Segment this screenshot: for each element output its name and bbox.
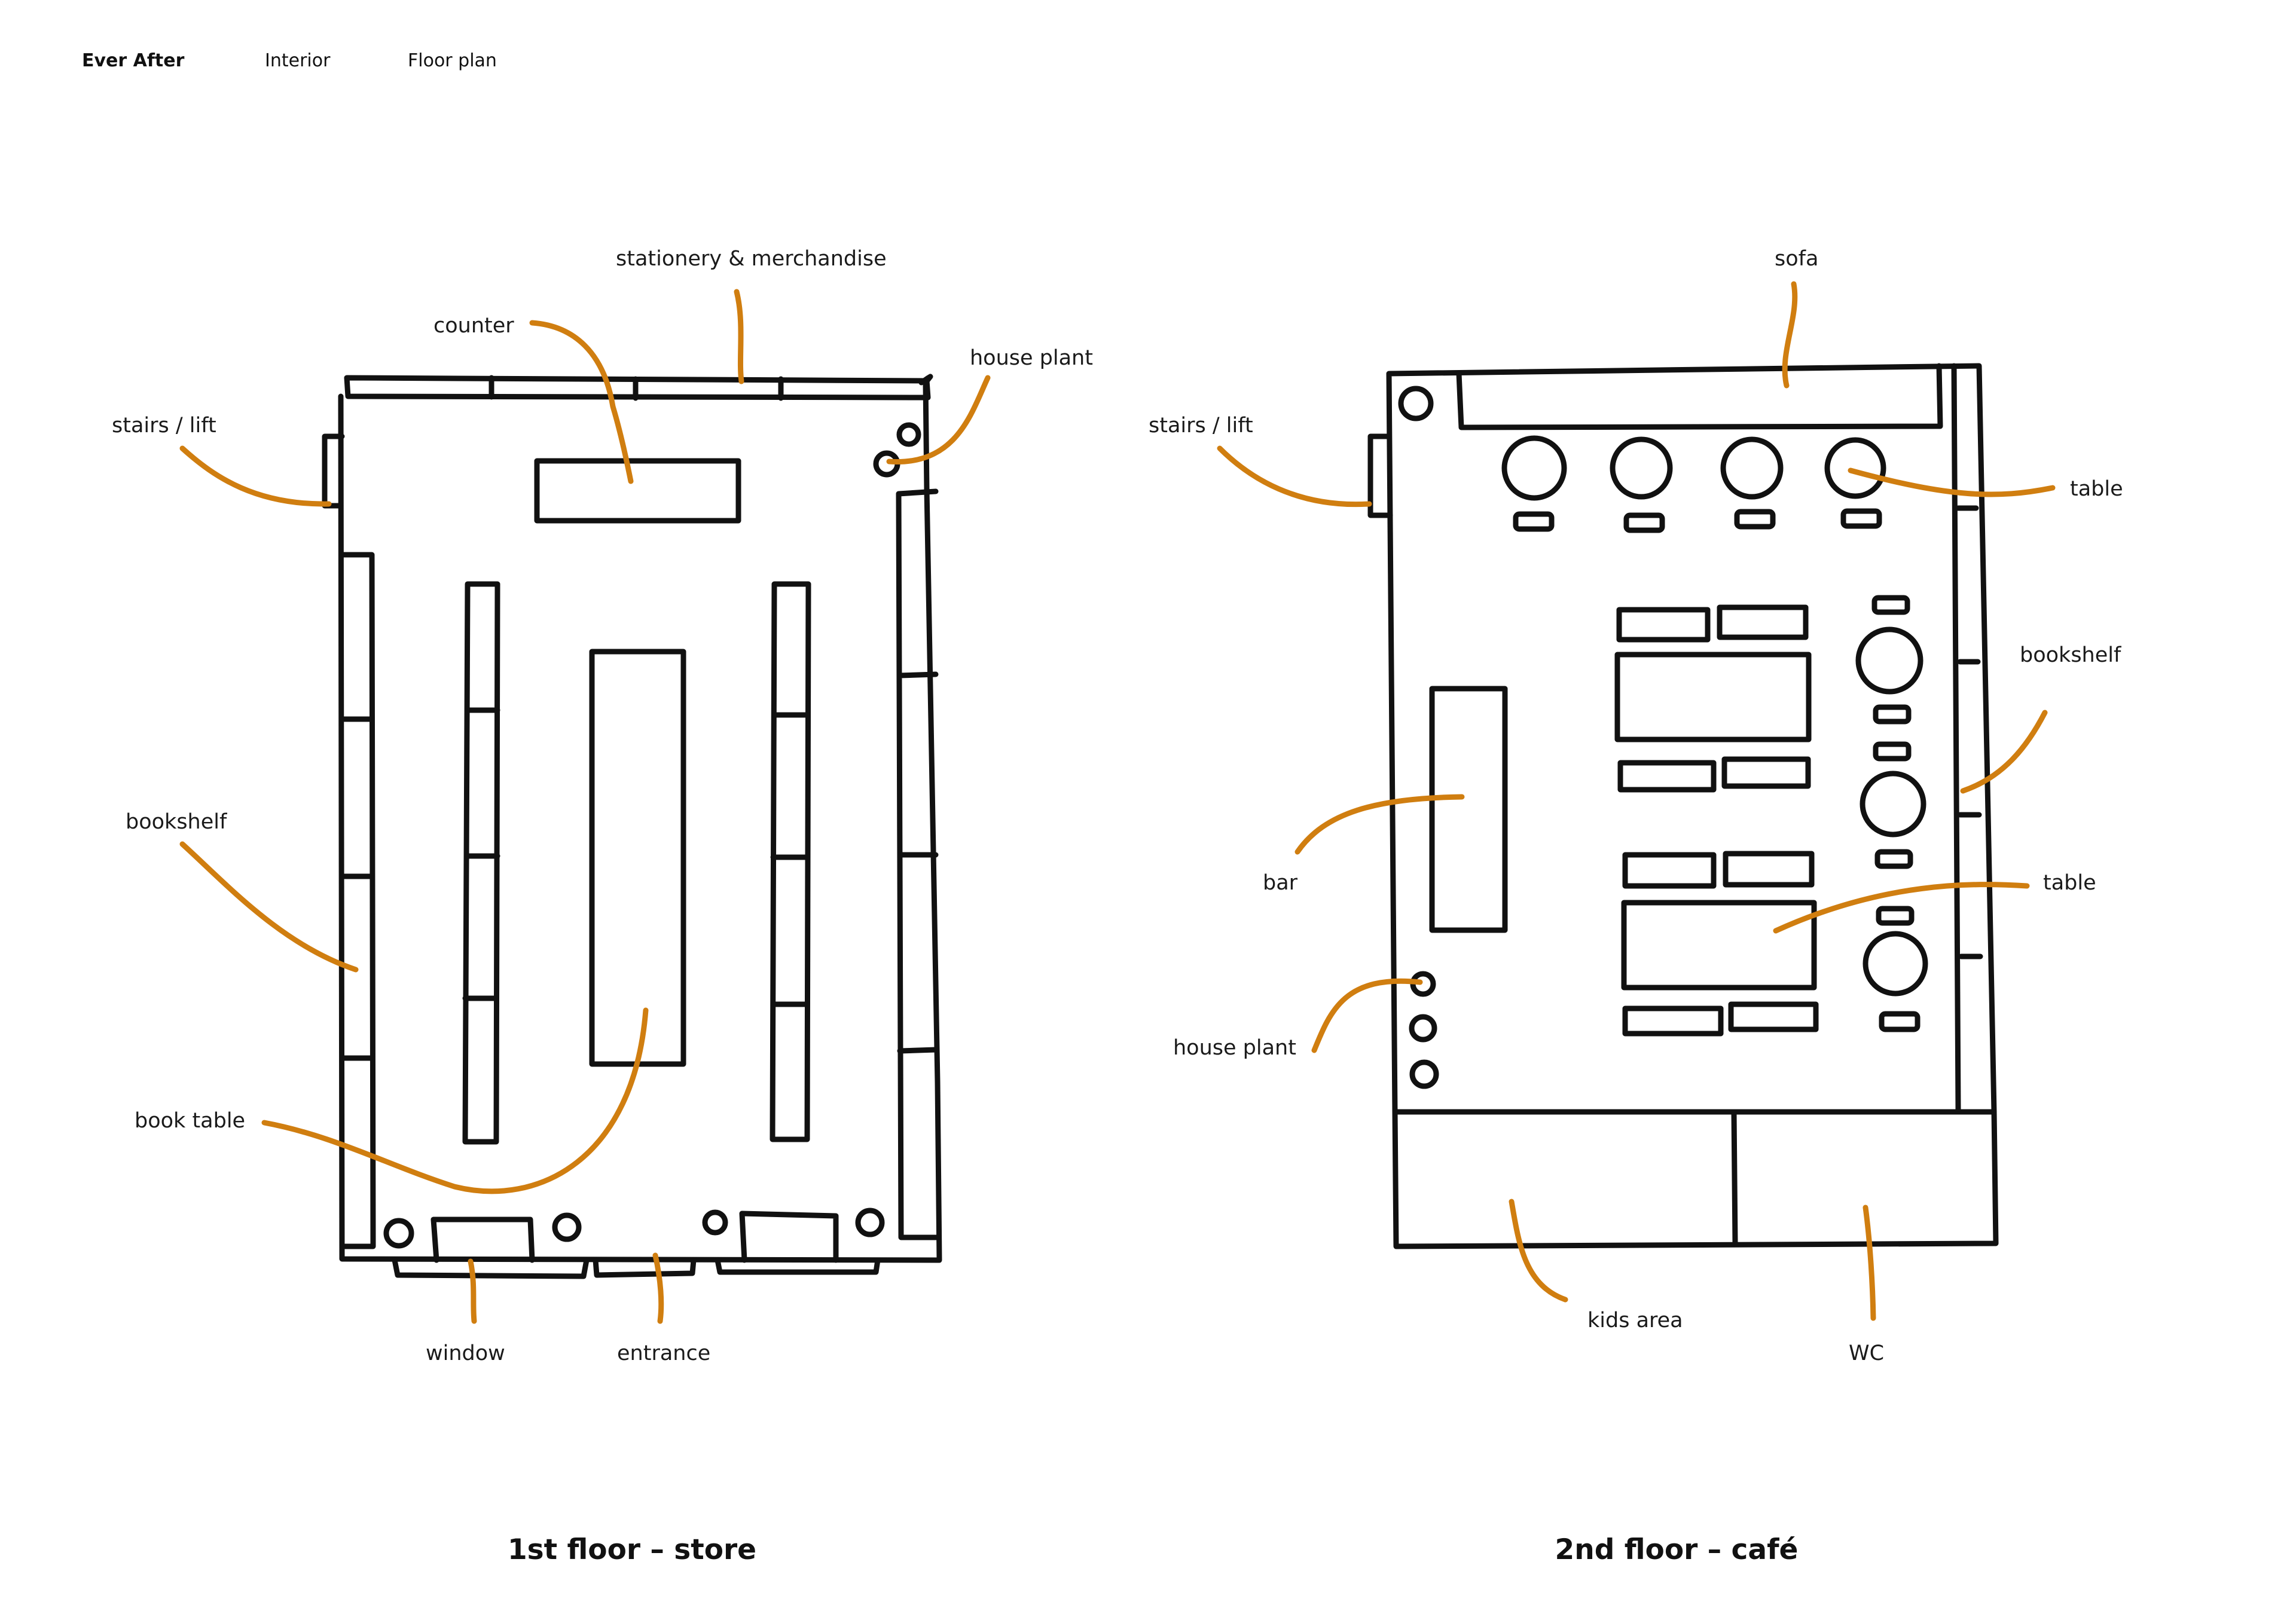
label-book-table: book table xyxy=(135,1109,245,1133)
floor-1-inner-shelf-right xyxy=(770,581,811,1142)
floor-2-chair xyxy=(1734,509,1776,530)
floor-2-leaders xyxy=(1217,281,2056,1321)
floor-1-plant xyxy=(896,422,921,447)
floor-2-bench xyxy=(1622,852,1717,889)
floor-2-table-round xyxy=(1824,437,1886,499)
floor-2-bench xyxy=(1717,604,1809,640)
label-entrance: entrance xyxy=(617,1341,710,1365)
floor-1-plant xyxy=(552,1212,582,1242)
nav-item-floor-plan[interactable]: Floor plan xyxy=(408,50,497,71)
floor-2-plant xyxy=(1409,1014,1437,1043)
floor-2-bench xyxy=(1622,1005,1724,1037)
floor-1-right-bookshelf xyxy=(896,488,939,1240)
label-house-plant: house plant xyxy=(1173,1036,1296,1060)
floor-2-right-bookshelf xyxy=(1951,363,1983,1112)
floor-1-caption: 1st floor – store xyxy=(508,1533,756,1566)
floor-2-chair xyxy=(1873,704,1912,725)
floor-2-lower-rooms xyxy=(1392,1109,1999,1249)
label-bookshelf: bookshelf xyxy=(126,810,227,834)
label-wc: WC xyxy=(1849,1341,1884,1365)
floor-2-chair xyxy=(1871,595,1910,615)
floor-2-caption: 2nd floor – café xyxy=(1555,1533,1799,1566)
floor-1-plant xyxy=(702,1209,728,1236)
floor-2-bench xyxy=(1617,760,1717,793)
brand-logo[interactable]: Ever After xyxy=(82,50,185,71)
floor-1-plan xyxy=(322,374,942,1279)
floor-1-top-wall xyxy=(344,375,931,401)
floor-1-window xyxy=(392,1217,590,1279)
floor-2-plant xyxy=(1398,386,1434,421)
floor-2-table-round xyxy=(1610,436,1673,500)
label-window: window xyxy=(426,1341,505,1365)
label-stairs: stairs / lift xyxy=(112,414,216,438)
floor-1-stairs xyxy=(322,433,345,509)
floor-1-plant xyxy=(855,1208,885,1237)
floor-2-bench xyxy=(1721,756,1811,789)
floor-1-plant xyxy=(383,1218,414,1249)
floor-1-entrance xyxy=(593,1257,697,1278)
floor-2-table-round xyxy=(1720,436,1784,500)
floor-2-chair xyxy=(1623,512,1665,533)
floor-1-outer-wall xyxy=(338,374,942,1263)
floor-2-chair xyxy=(1874,849,1913,869)
floor-2-bar xyxy=(1429,686,1508,933)
floor-1-window-right xyxy=(715,1211,881,1275)
floor-2-bench xyxy=(1728,1001,1819,1032)
floor-2-table-round xyxy=(1855,626,1923,695)
label-sofa: sofa xyxy=(1775,247,1818,271)
label-counter: counter xyxy=(433,314,514,338)
floor-2-table-round xyxy=(1501,435,1567,501)
floor-2-table-long xyxy=(1621,900,1817,991)
label-house-plant: house plant xyxy=(970,346,1093,370)
label-bar: bar xyxy=(1263,871,1298,895)
label-bookshelf: bookshelf xyxy=(2020,643,2121,667)
label-stairs: stairs / lift xyxy=(1149,414,1253,438)
floor-2-chair xyxy=(1879,1011,1921,1032)
label-table: table xyxy=(2070,477,2123,501)
floor-1-book-table xyxy=(589,649,686,1067)
floor-2-sofa xyxy=(1456,363,1943,430)
floor-2-bench xyxy=(1723,851,1815,888)
floor-2-bench xyxy=(1616,607,1711,643)
label-stationery: stationery & merchandise xyxy=(616,247,887,271)
floor-2-table-round xyxy=(1860,771,1926,838)
floor-2-chair xyxy=(1873,741,1912,762)
floor-2-table-round xyxy=(1863,931,1928,997)
label-table: table xyxy=(2043,871,2096,895)
floor-2-table-long xyxy=(1614,652,1812,742)
floor-2-plant xyxy=(1409,1059,1439,1089)
nav-item-interior[interactable]: Interior xyxy=(265,50,331,71)
label-kids-area: kids area xyxy=(1587,1309,1683,1332)
floor-2-stairs xyxy=(1367,433,1393,518)
floor-2-chair xyxy=(1513,511,1555,532)
floor-2-plan xyxy=(1367,363,1999,1249)
floor-1-leaders xyxy=(179,289,991,1324)
floor-2-chair xyxy=(1840,508,1882,529)
floor-1-inner-shelf-left xyxy=(462,581,500,1145)
floor-2-chair xyxy=(1876,906,1915,926)
floor-1-counter xyxy=(534,458,741,524)
floor-1-left-bookshelf xyxy=(340,552,376,1249)
